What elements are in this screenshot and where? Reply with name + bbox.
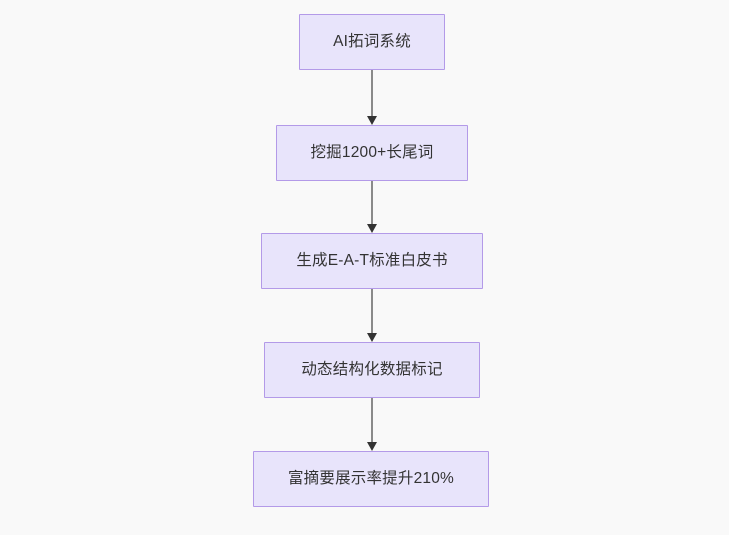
edge-line: [371, 398, 373, 444]
flowchart-node-generate-eat-whitepaper[interactable]: 生成E-A-T标准白皮书: [261, 233, 483, 289]
node-label: 挖掘1200+长尾词: [310, 143, 434, 161]
arrow-down-icon: [366, 224, 377, 233]
flowchart-edge-3: [366, 289, 377, 342]
node-label: 富摘要展示率提升210%: [287, 469, 455, 487]
flowchart-node-rich-snippet-impression-uplift[interactable]: 富摘要展示率提升210%: [253, 451, 489, 507]
arrow-down-icon: [366, 333, 377, 342]
edge-line: [371, 70, 373, 118]
flowchart-node-ai-keyword-system[interactable]: AI拓词系统: [299, 14, 445, 70]
flowchart-node-dynamic-structured-data-markup[interactable]: 动态结构化数据标记: [264, 342, 480, 398]
flowchart-edge-2: [366, 181, 377, 233]
node-label: AI拓词系统: [333, 32, 411, 50]
arrow-down-icon: [366, 442, 377, 451]
flowchart-edge-4: [366, 398, 377, 451]
edge-line: [371, 181, 373, 226]
arrow-down-icon: [366, 116, 377, 125]
node-label: 生成E-A-T标准白皮书: [296, 251, 448, 269]
node-label: 动态结构化数据标记: [301, 360, 443, 378]
flowchart-node-mine-longtail-keywords[interactable]: 挖掘1200+长尾词: [276, 125, 468, 181]
edge-line: [371, 289, 373, 335]
flowchart-edge-1: [366, 70, 377, 125]
